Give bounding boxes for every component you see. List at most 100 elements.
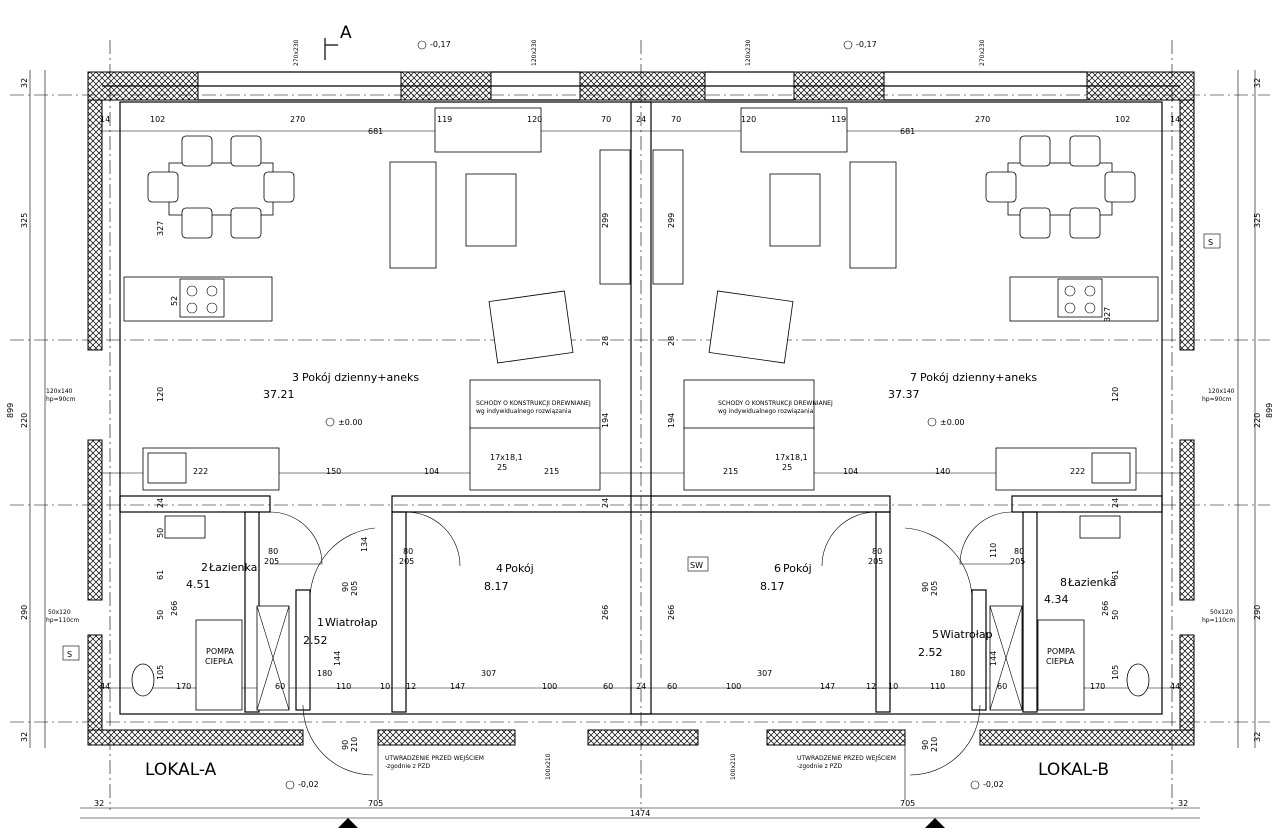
dim-61-left: 61 [156, 570, 165, 580]
dim-120-right: 120 [741, 115, 756, 124]
dim-105-right: 105 [1111, 665, 1120, 680]
furniture-left [123, 107, 631, 711]
heat-pump-left-2: CIEPŁA [205, 657, 233, 666]
dim-194-left: 194 [601, 413, 610, 428]
room-8-no: 8 [1060, 576, 1067, 589]
unit-label-left: LOKAL-A [145, 760, 217, 780]
dim-266-b: 266 [601, 605, 610, 620]
dim-10-a: 10 [380, 682, 390, 691]
dim-wall-bl: 32 [94, 799, 104, 808]
level-floor-right: ±0.00 [940, 418, 965, 427]
dim-14-tr: 14 [1170, 115, 1180, 124]
wall-right-3 [1179, 634, 1195, 746]
dim-110-a: 110 [336, 682, 351, 691]
door-210-a: 210 [350, 737, 359, 752]
dim-52-left: 52 [170, 296, 179, 306]
dim-266-d: 266 [1101, 601, 1110, 616]
door-90-b: 90 [921, 582, 930, 592]
dim-100-a: 100 [542, 682, 557, 691]
dim-wall-tl: 32 [20, 78, 29, 88]
unit-label-right: LOKAL-B [1038, 760, 1109, 780]
wall-left-1 [87, 99, 103, 351]
dim-50-left-a: 50 [156, 528, 165, 538]
doors [269, 511, 1013, 800]
dim-half-right: 705 [900, 799, 915, 808]
heat-pump-right-1: POMPA [1047, 647, 1075, 656]
window-top-label-3: 120x230 [745, 39, 752, 66]
dim-h-total-right: 899 [1265, 403, 1274, 418]
dim-wall-br2: 32 [1253, 732, 1262, 742]
wall-right-2 [1179, 439, 1195, 601]
dim-147-a: 147 [450, 682, 465, 691]
dim-681-right: 681 [900, 127, 915, 136]
dim-60-a: 60 [275, 682, 285, 691]
dim-24-bot: 24 [636, 682, 646, 691]
dim-50-left-b: 50 [156, 610, 165, 620]
dim-144-left: 144 [333, 651, 342, 666]
dim-total: 1474 [630, 809, 650, 818]
wall-left-2 [87, 439, 103, 601]
level-entry-left: -0,02 [298, 780, 319, 789]
heat-pump-left-1: POMPA [206, 647, 234, 656]
stairs-note-right-1: SCHODY O KONSTRUKCJI DREWNIANEJ [718, 400, 833, 407]
dim-222-left: 222 [193, 467, 208, 476]
dim-50-right: 50 [1111, 610, 1120, 620]
dim-h-top-right: 325 [1253, 213, 1262, 228]
dim-70-right: 70 [671, 115, 681, 124]
dim-170-right: 170 [1090, 682, 1105, 691]
door-90-d: 90 [921, 740, 930, 750]
window-big-left: 120x140 [46, 388, 73, 395]
section-mark: A [340, 23, 352, 43]
stairs-note-right-2: wg indywidualnego rozwiązania [718, 408, 814, 415]
dim-266-a: 266 [170, 601, 179, 616]
window-small-right: 50x120 [1210, 609, 1233, 616]
outer-walls [87, 71, 1195, 746]
dim-299-left: 299 [601, 213, 610, 228]
door-ext-right: 100x210 [730, 753, 737, 780]
wall-bottom-1 [87, 729, 304, 746]
dim-144-right: 144 [989, 651, 998, 666]
room-6-area: 8.17 [760, 580, 785, 593]
dim-215-right: 215 [723, 467, 738, 476]
dim-270-right: 270 [975, 115, 990, 124]
dim-24-top: 24 [636, 115, 646, 124]
dim-180-right: 180 [950, 669, 965, 678]
dim-60-d: 60 [997, 682, 1007, 691]
window-small-right-hp: hp=110cm [1202, 617, 1235, 624]
annotations: SCHODY O KONSTRUKCJI DREWNIANEJ wg indyw… [46, 233, 1235, 770]
dim-24-v-left: 24 [156, 498, 165, 508]
door-labels: 80 205 80 205 80 205 80 205 90 205 90 20… [264, 547, 1025, 752]
room-3-no: 3 [292, 371, 299, 384]
room-7-no: 7 [910, 371, 917, 384]
dim-24-v-right: 24 [1111, 498, 1120, 508]
door-80-a: 80 [268, 547, 278, 556]
room-4-no: 4 [496, 562, 503, 575]
wall-bottom-4 [766, 729, 906, 746]
dim-70-left: 70 [601, 115, 611, 124]
dim-140: 140 [935, 467, 950, 476]
fence-note-right-1: UTWRADZENIE PRZED WEJŚCIEM [797, 755, 896, 762]
window-top-labels: 270x230 120x230 120x230 270x230 100x210 … [293, 39, 986, 780]
dim-120-v-left: 120 [156, 387, 165, 402]
door-80-b: 80 [403, 547, 413, 556]
dim-wall-bl2: 32 [20, 732, 29, 742]
dim-24-v-mid: 24 [601, 498, 610, 508]
wall-right-1 [1179, 99, 1195, 351]
dim-h-top-left: 325 [20, 213, 29, 228]
door-ext-left: 100x210 [545, 753, 552, 780]
stairs-note-left-1: SCHODY O KONSTRUKCJI DREWNIANEJ [476, 400, 591, 407]
wall-bottom-3 [587, 729, 699, 746]
dim-12-b: 12 [866, 682, 876, 691]
window-small-left-hp: hp=110cm [46, 617, 79, 624]
wall-bottom-2 [377, 729, 516, 746]
dim-299-right: 299 [667, 213, 676, 228]
window-top-label-1: 270x230 [293, 39, 300, 66]
room-2-name: Łazienka [208, 561, 257, 574]
dim-28-left: 28 [601, 336, 610, 346]
room-8-name: Łazienka [1067, 576, 1116, 589]
dim-44-bl: 44 [100, 682, 110, 691]
dim-44-br: 44 [1170, 682, 1180, 691]
dim-h-total-left: 899 [6, 403, 15, 418]
window-big-right-hp: hp=90cm [1202, 396, 1232, 403]
